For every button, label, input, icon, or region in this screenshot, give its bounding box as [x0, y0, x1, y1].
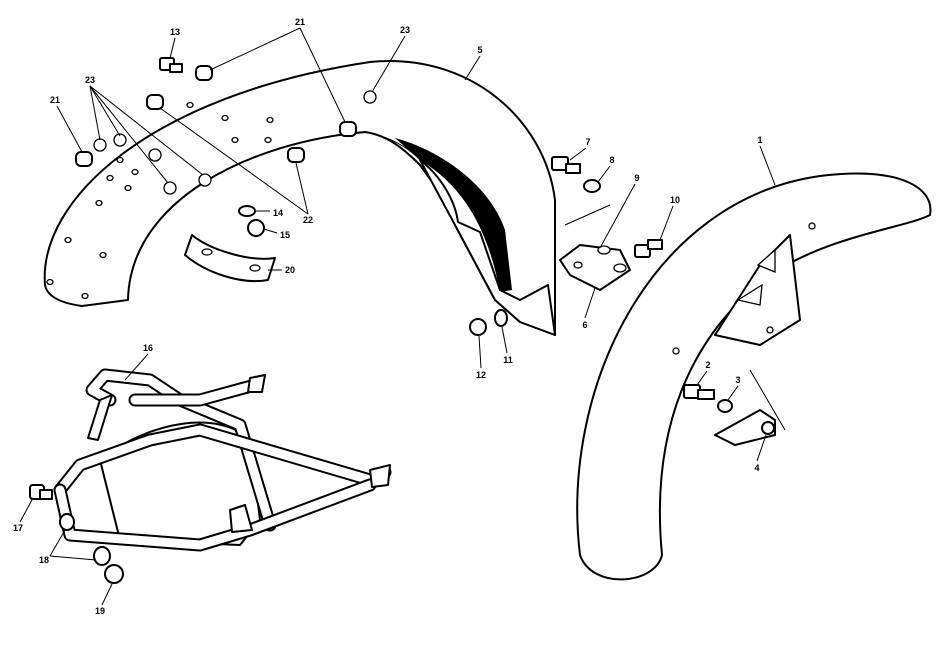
rear-fender [43, 60, 556, 336]
clamp-20 [184, 234, 276, 282]
label-15: 15 [280, 230, 290, 240]
bracket-4 [714, 409, 776, 446]
nut-12 [469, 318, 487, 336]
label-2: 2 [705, 360, 710, 370]
label-20: 20 [285, 265, 295, 275]
label-17: 17 [13, 523, 23, 533]
nut-19 [104, 564, 124, 584]
label-18: 18 [39, 555, 49, 565]
label-13: 13 [170, 27, 180, 37]
label-12: 12 [476, 370, 486, 380]
nut-15 [247, 219, 265, 237]
label-21-left: 21 [50, 95, 60, 105]
bolt-7 [551, 156, 581, 174]
fender-holes [46, 101, 274, 300]
front-fender [576, 172, 932, 581]
label-23-left: 23 [85, 75, 95, 85]
label-16: 16 [143, 343, 153, 353]
leader-lines [19, 27, 786, 606]
bolt-10 [634, 239, 663, 258]
label-14: 14 [273, 208, 283, 218]
part-labels: 1 2 3 4 5 6 7 8 9 10 11 12 13 14 15 16 1… [13, 17, 763, 616]
washer-18b [93, 546, 111, 566]
label-4: 4 [754, 463, 759, 473]
label-19: 19 [95, 606, 105, 616]
washer-14 [238, 205, 256, 217]
bolt-13 [159, 57, 183, 73]
washer-11 [494, 309, 508, 327]
label-7: 7 [585, 137, 590, 147]
washer-3 [717, 399, 733, 413]
label-5: 5 [477, 45, 482, 55]
label-22: 22 [303, 215, 313, 225]
washer-8 [583, 179, 601, 193]
bracket-6 [559, 244, 631, 291]
nuts [75, 65, 357, 167]
bolt-2 [683, 384, 715, 400]
label-11: 11 [503, 355, 513, 365]
luggage-rack [53, 368, 392, 552]
washer-18a [59, 513, 75, 531]
label-6: 6 [582, 320, 587, 330]
label-21-top: 21 [295, 17, 305, 27]
label-8: 8 [609, 155, 614, 165]
bolt-17 [29, 484, 53, 500]
label-10: 10 [670, 195, 680, 205]
label-3: 3 [735, 375, 740, 385]
rubber-grommets [93, 90, 377, 195]
label-9: 9 [634, 173, 639, 183]
label-23-top: 23 [400, 25, 410, 35]
label-1: 1 [757, 135, 762, 145]
